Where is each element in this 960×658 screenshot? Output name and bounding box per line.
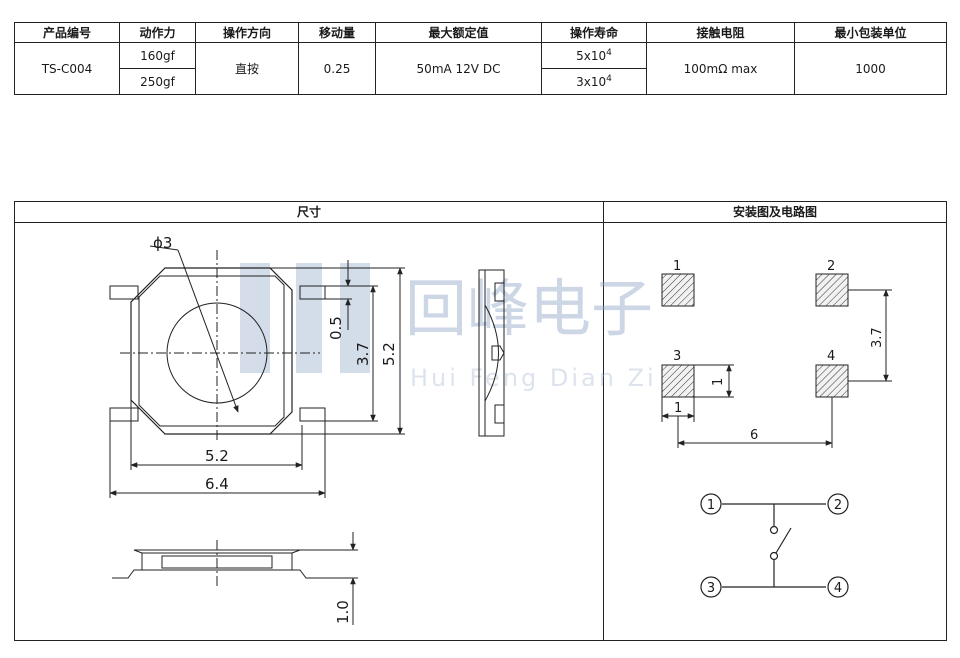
cell-direction: 直按 bbox=[195, 42, 299, 95]
spec-row: 250gf 3x104 bbox=[15, 68, 947, 95]
side-terminal-bottom bbox=[494, 404, 505, 424]
circuit-node-4 bbox=[827, 576, 849, 598]
circuit-node-3-label: 3 bbox=[707, 581, 715, 596]
circuit-node-2 bbox=[827, 493, 849, 515]
phi-leader bbox=[149, 245, 179, 251]
switch-front-view bbox=[112, 532, 358, 625]
terminal-bottom-left bbox=[109, 407, 139, 422]
terminal-bottom-right bbox=[299, 407, 326, 422]
spec-header-row: 产品编号 动作力 操作方向 移动量 最大额定值 操作寿命 接触电阻 最小包装单位 bbox=[14, 22, 947, 43]
cell-force-2: 250gf bbox=[119, 68, 196, 95]
circuit-title: 安装图及电路图 bbox=[604, 202, 946, 223]
dim-37-label: 3.7 bbox=[354, 342, 372, 366]
phi-diameter-line bbox=[177, 249, 239, 413]
side-stem bbox=[491, 345, 505, 361]
dim-52v-label: 5.2 bbox=[380, 342, 398, 366]
panel-divider bbox=[603, 202, 604, 640]
pad-4-label: 4 bbox=[827, 349, 835, 364]
cell-life-2: 3x104 bbox=[541, 68, 647, 95]
watermark: 回峰电子 Hui Feng Dian Zi bbox=[240, 263, 657, 392]
circuit-diagram bbox=[700, 493, 849, 598]
circuit-node-2-label: 2 bbox=[834, 498, 842, 513]
watermark-en: Hui Feng Dian Zi bbox=[410, 364, 657, 392]
switch-contact-bottom bbox=[769, 551, 779, 561]
switch-lever bbox=[775, 527, 792, 554]
pad-2-label: 2 bbox=[827, 259, 835, 274]
pad-3 bbox=[661, 364, 695, 398]
cell-force-1: 160gf bbox=[119, 42, 196, 69]
spacing-h-label: 6 bbox=[750, 428, 758, 443]
pad-4 bbox=[815, 364, 849, 398]
switch-side-view bbox=[478, 269, 505, 437]
circuit-node-1 bbox=[700, 493, 722, 515]
cell-travel: 0.25 bbox=[298, 42, 376, 95]
watermark-cn: 回峰电子 bbox=[405, 272, 653, 345]
dim-phi-label: ϕ3 bbox=[153, 234, 172, 252]
drawing-frame: 尺寸 安装图及电路图 bbox=[14, 201, 947, 641]
switch-body-inner bbox=[138, 275, 285, 427]
circuit-node-4-label: 4 bbox=[834, 581, 842, 596]
dim-10-label: 1.0 bbox=[334, 600, 352, 624]
side-actuator-dome bbox=[484, 304, 499, 402]
terminal-top-left bbox=[109, 285, 139, 300]
terminal-top-right bbox=[299, 285, 326, 300]
cell-rating: 50mA 12V DC bbox=[375, 42, 542, 95]
pad-1 bbox=[661, 273, 695, 307]
dimensions-title: 尺寸 bbox=[15, 202, 603, 223]
pad-2 bbox=[815, 273, 849, 307]
header-rating: 最大额定值 bbox=[375, 22, 542, 43]
dim-05-label: 0.5 bbox=[327, 316, 345, 340]
watermark-logo-bar-mid bbox=[296, 263, 322, 373]
switch-top-view bbox=[109, 245, 405, 498]
dim-64-label: 6.4 bbox=[205, 475, 229, 493]
circuit-node-1-label: 1 bbox=[707, 498, 715, 513]
spacing-v-label: 3.7 bbox=[870, 327, 885, 348]
pad-w-label: 1 bbox=[674, 401, 682, 416]
pad-3-label: 3 bbox=[673, 349, 681, 364]
pad-h-label: 1 bbox=[711, 378, 726, 386]
dim-52h-label: 5.2 bbox=[205, 447, 229, 465]
mount-dimensions bbox=[661, 289, 892, 448]
mounting-pads bbox=[661, 273, 849, 398]
circuit-node-3 bbox=[700, 576, 722, 598]
watermark-logo-bar-left bbox=[240, 263, 270, 373]
spec-table: 产品编号 动作力 操作方向 移动量 最大额定值 操作寿命 接触电阻 最小包装单位… bbox=[14, 22, 947, 95]
cell-resistance: 100mΩ max bbox=[646, 42, 795, 95]
switch-contact-top bbox=[769, 525, 779, 535]
cell-min-pack: 1000 bbox=[794, 42, 947, 95]
spec-row: TS-C004 160gf 直按 0.25 50mA 12V DC 5x104 … bbox=[14, 42, 947, 95]
side-terminal-top bbox=[494, 282, 505, 302]
watermark-logo-bar-right bbox=[340, 263, 370, 373]
pad-1-label: 1 bbox=[673, 259, 681, 274]
